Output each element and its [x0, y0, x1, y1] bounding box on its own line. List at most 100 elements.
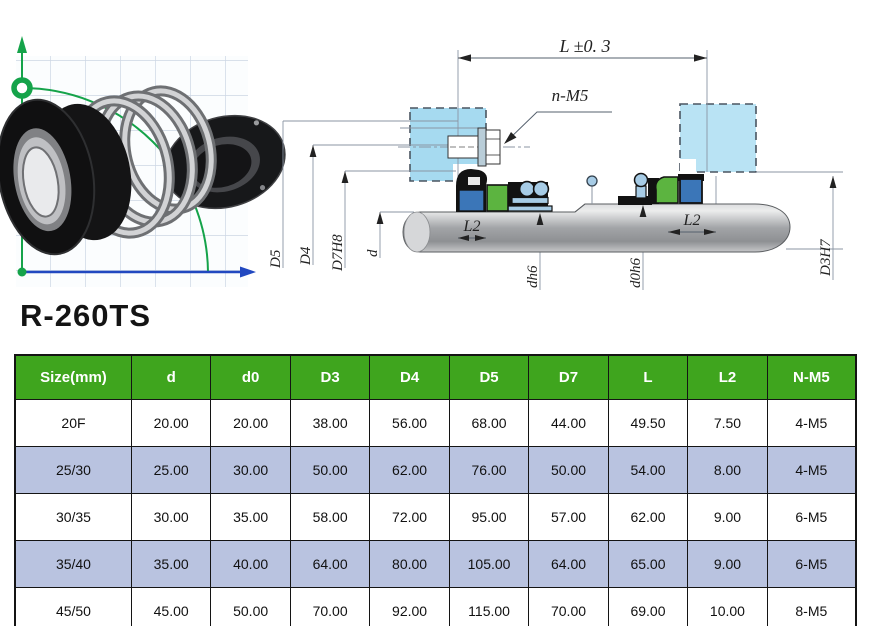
table-cell: 70.00 [528, 587, 609, 626]
table-cell: 4-M5 [766, 399, 857, 447]
table-cell: 50.00 [210, 587, 291, 626]
column-header: D3 [289, 354, 371, 400]
table-cell: 115.00 [448, 587, 530, 626]
table-cell: 9.00 [687, 493, 768, 541]
table-cell: 10.00 [687, 587, 768, 626]
arrow-up-icon [536, 213, 544, 225]
table-cell: 80.00 [369, 540, 450, 588]
table-cell: 65.00 [607, 540, 689, 588]
dim-label-D5: D5 [268, 249, 284, 269]
table-cell: 69.00 [607, 587, 689, 626]
table-cell: 6-M5 [766, 493, 857, 541]
spring-pin-left [586, 175, 598, 204]
table-cell: 25/30 [14, 446, 132, 494]
table-cell: 30/35 [14, 493, 132, 541]
table-cell: 20.00 [130, 399, 212, 447]
column-header: Size(mm) [14, 354, 132, 400]
leader-arrow-icon [504, 132, 517, 144]
seal-front-ring [0, 98, 96, 256]
table-cell: 70.00 [289, 587, 371, 626]
table-cell: 25.00 [130, 446, 212, 494]
table-cell: 105.00 [448, 540, 530, 588]
table-cell: 4-M5 [766, 446, 857, 494]
arrow-left-icon [458, 54, 471, 62]
sketch-arc [21, 87, 209, 273]
sketch-origin-dot [17, 267, 27, 277]
right-gland-notch [680, 159, 696, 173]
table-cell: 58.00 [289, 493, 371, 541]
arrow-up-icon [309, 145, 317, 157]
table-cell: 76.00 [448, 446, 530, 494]
left-seal-assembly [456, 169, 553, 212]
arrow-left-icon [458, 235, 469, 241]
table-cell: 6-M5 [766, 540, 857, 588]
dim-label-d0h6: d0h6 [628, 258, 644, 289]
arrow-up-icon [829, 176, 837, 188]
column-header: D4 [369, 354, 450, 400]
arrow-right-icon [694, 54, 707, 62]
arrow-up-icon [341, 171, 349, 183]
column-header: L [607, 354, 689, 400]
table-cell: 68.00 [448, 399, 530, 447]
arrow-up-icon [376, 212, 384, 224]
table-cell: 54.00 [607, 446, 689, 494]
dim-label-d: d [365, 249, 381, 257]
table-cell: 20F [14, 399, 132, 447]
dim-label-dh6: dh6 [525, 265, 541, 288]
table-cell: 50.00 [289, 446, 371, 494]
table-cell: 45.00 [130, 587, 212, 626]
table-cell: 62.00 [607, 493, 689, 541]
sketch-node-green [11, 77, 33, 99]
table-cell: 30.00 [130, 493, 212, 541]
table-cell: 49.50 [607, 399, 689, 447]
shaft [402, 203, 791, 253]
table-cell: 95.00 [448, 493, 530, 541]
seal-drawing-canvas: L ±0. 3 n-M5 [0, 36, 843, 290]
seal-photo [0, 36, 286, 287]
dim-label-D4: D4 [298, 246, 314, 266]
technical-drawing: L ±0. 3 n-M5 [268, 36, 843, 290]
table-cell: 9.00 [687, 540, 768, 588]
table-cell: 40.00 [210, 540, 291, 588]
table-cell: 72.00 [369, 493, 450, 541]
screw-callout-label: n-M5 [552, 86, 589, 105]
table-cell: 64.00 [528, 540, 609, 588]
table-cell: 8.00 [687, 446, 768, 494]
shaft-step [574, 203, 586, 213]
arrow-right-icon [704, 229, 716, 235]
table-cell: 35.00 [210, 493, 291, 541]
table-cell: 30.00 [210, 446, 291, 494]
table-cell: 8-M5 [766, 587, 857, 626]
right-seal-assembly [618, 172, 704, 205]
horizontal-axis-arrow-icon [240, 266, 256, 278]
table-cell: 56.00 [369, 399, 450, 447]
table-cell: 64.00 [289, 540, 371, 588]
arrow-left-icon [668, 229, 680, 235]
column-header: D7 [528, 354, 609, 400]
screw-leader-line [505, 111, 612, 143]
table-cell: 57.00 [528, 493, 609, 541]
table-cell: 62.00 [369, 446, 450, 494]
table-cell: 38.00 [289, 399, 371, 447]
arrow-up-icon [639, 205, 647, 217]
table-cell: 45/50 [14, 587, 132, 626]
dim-label-L2-right: L2 [683, 212, 701, 229]
dim-label-D3H7: D3H7 [818, 238, 834, 277]
column-header: d0 [210, 354, 291, 400]
table-cell: 35/40 [14, 540, 132, 588]
page-title: R-260TS [20, 298, 152, 333]
column-header: d [130, 354, 212, 400]
table-cell: 7.50 [687, 399, 768, 447]
set-screw [447, 127, 501, 167]
column-header: N-M5 [766, 354, 857, 400]
